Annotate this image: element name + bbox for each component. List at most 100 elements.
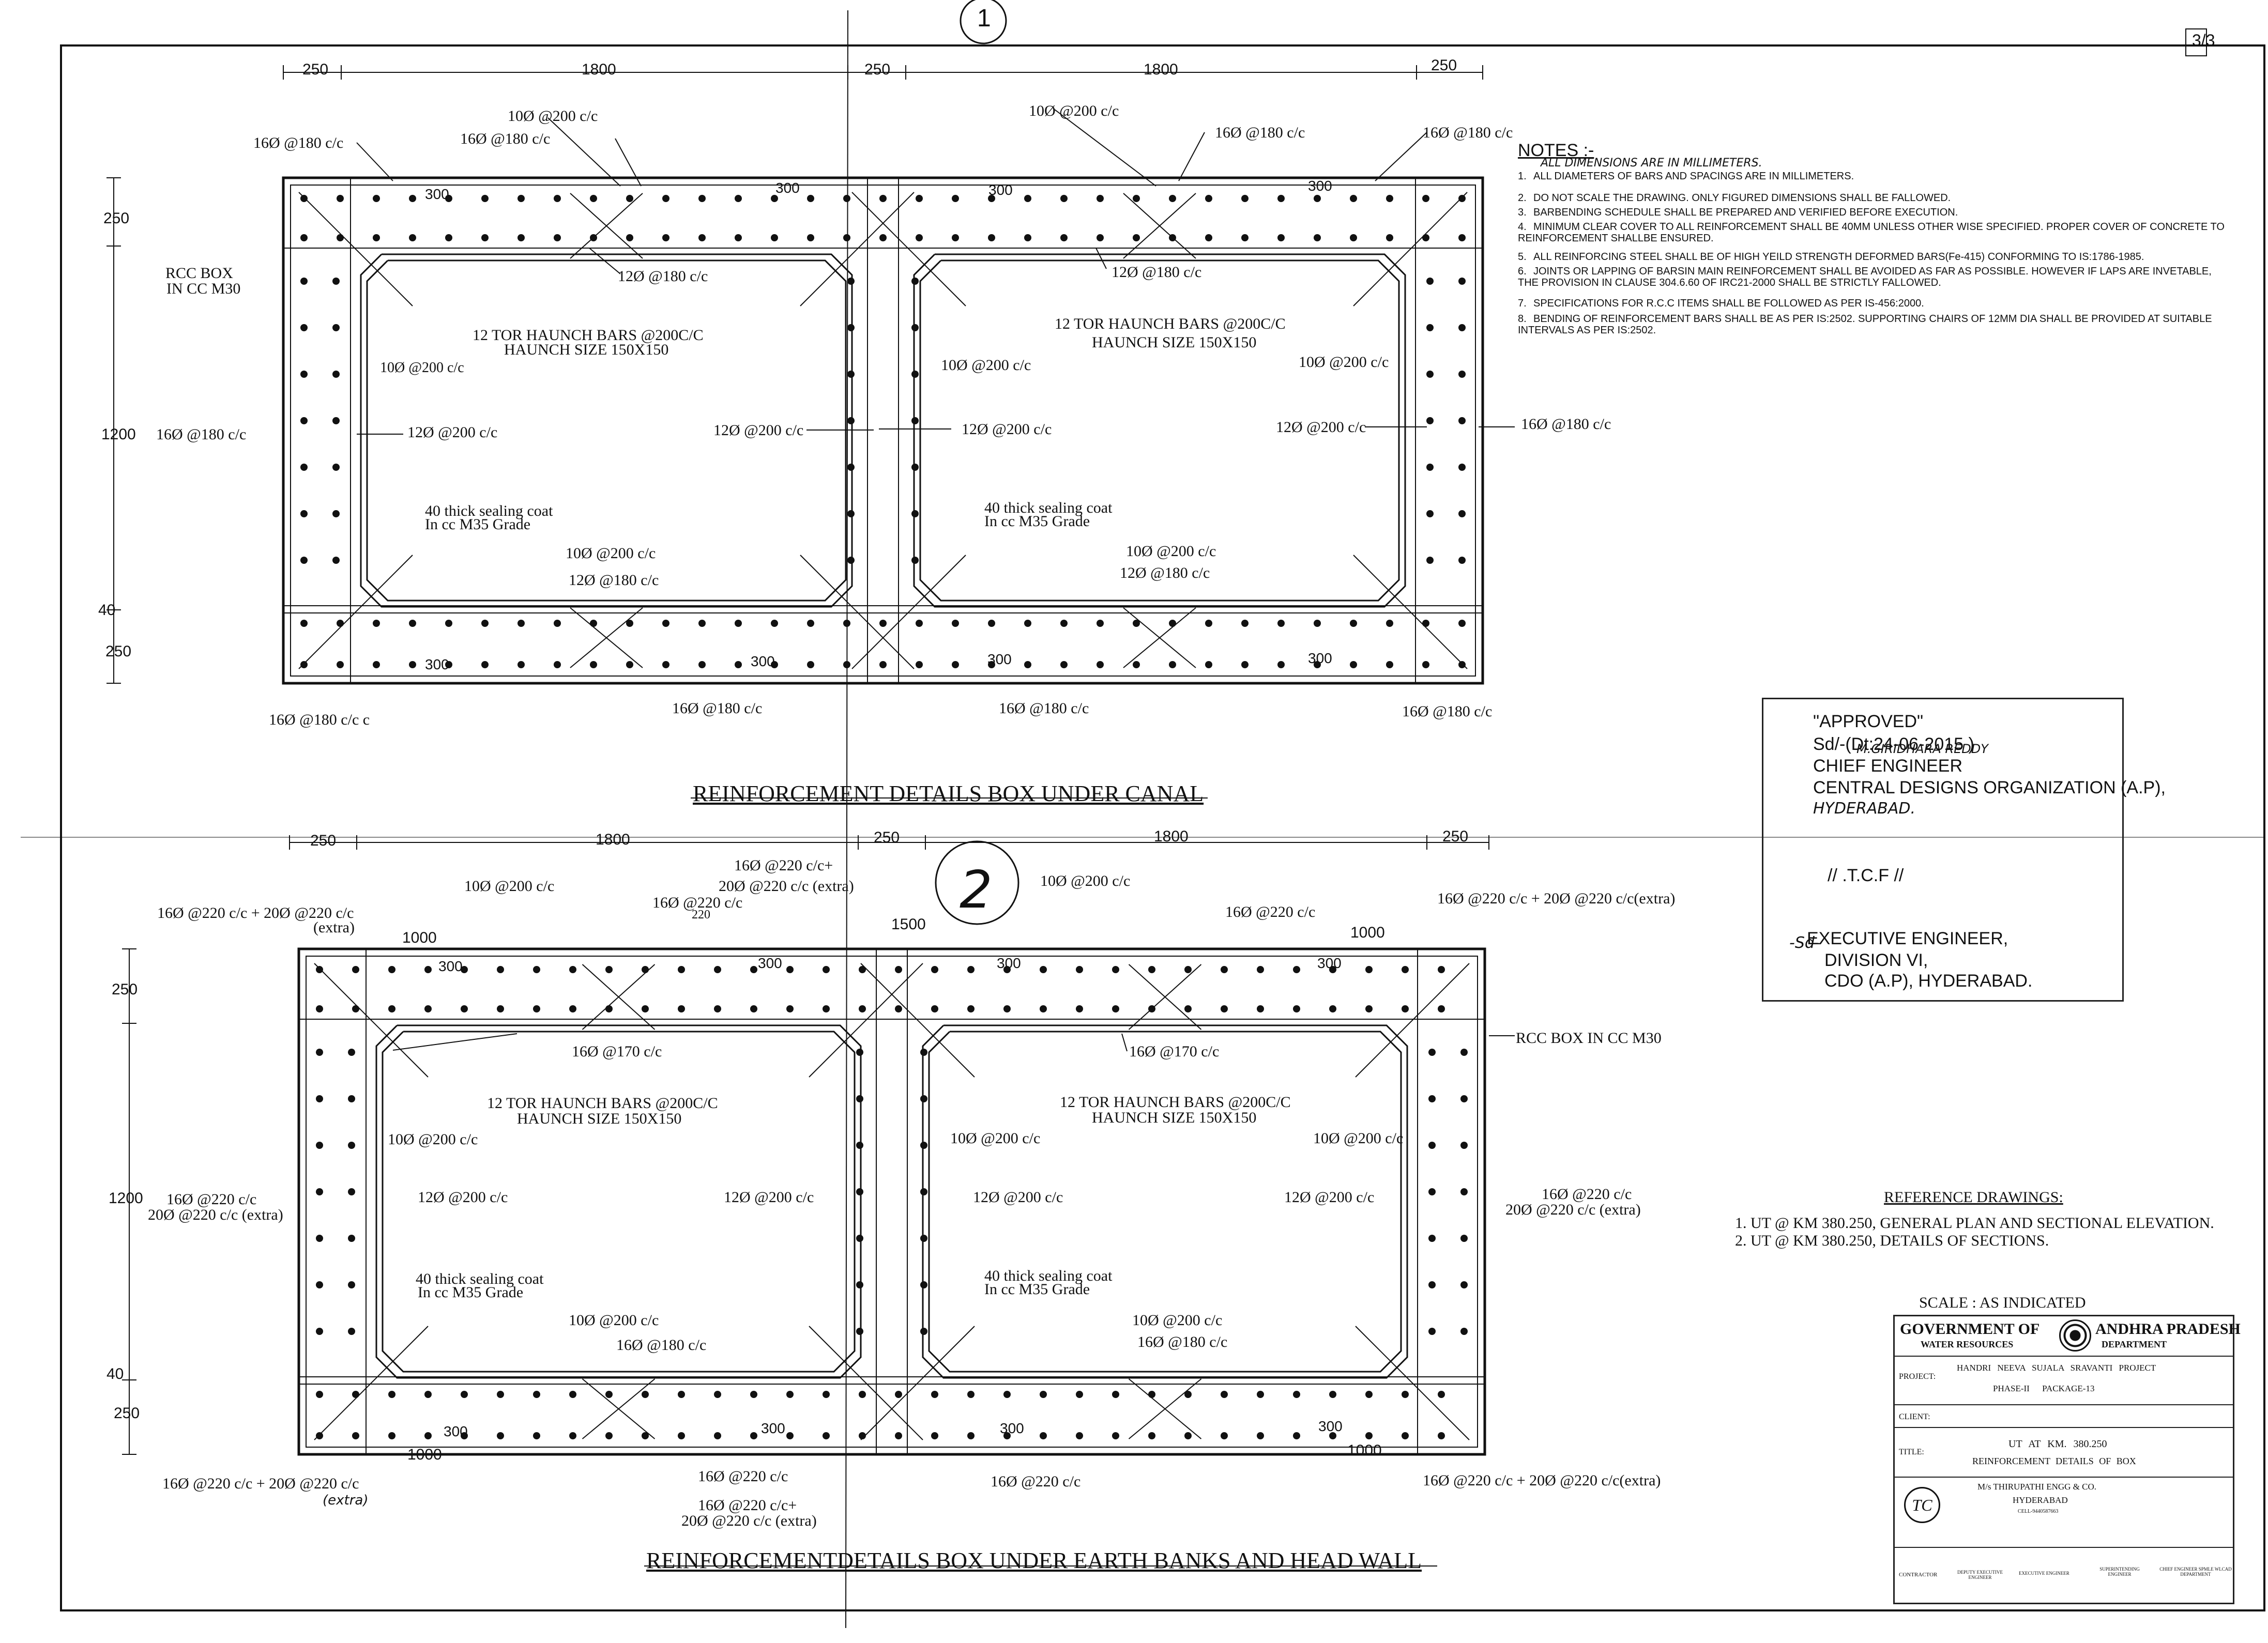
rebar-dot (332, 371, 340, 378)
rebar-dot (332, 557, 340, 564)
rebar-dot (461, 1391, 468, 1398)
rebar-dot (1060, 234, 1068, 241)
rebar-dot (735, 661, 742, 668)
rebar-dot (786, 966, 794, 973)
dim-left-2: 1200 (101, 426, 136, 443)
bar-label: 16Ø @180 c/c (1215, 124, 1305, 141)
title-block: GOVERNMENT OF ANDHRA PRADESH WATER RESOU… (1893, 1315, 2241, 1604)
rebar-dot (332, 324, 340, 331)
rebar-dot (1184, 966, 1192, 973)
rebar-dot (1458, 620, 1466, 627)
rebar-dot (1060, 661, 1068, 668)
rebar-dot (445, 620, 452, 627)
rebar-dot (856, 1281, 863, 1288)
leader-line (1095, 248, 1107, 269)
rebar-dot (1329, 966, 1336, 973)
rebar-dot (1076, 1391, 1083, 1398)
note-number: 1. (1518, 171, 1527, 182)
bar-label: 10Ø @200 c/c (464, 878, 555, 895)
dim-300: 300 (1317, 955, 1342, 971)
rebar-dot (1169, 661, 1176, 668)
rebar-dot (424, 1005, 432, 1012)
sealing-coat-grade: In cc M35 Grade (425, 516, 531, 533)
rebar-dot (352, 1432, 359, 1439)
rebar-dot (1428, 1049, 1436, 1056)
drawing-title-2: REINFORCEMENT DETAILS OF BOX (1972, 1456, 2136, 1466)
dim-300: 300 (751, 653, 775, 669)
rebar-dot (316, 1328, 323, 1335)
firm-city: HYDERABAD (2013, 1495, 2068, 1505)
rebar-dot (1277, 234, 1285, 241)
rebar-dot (920, 1188, 927, 1195)
rebar-dot (517, 620, 525, 627)
rebar-dot (300, 510, 308, 517)
haunch-size: HAUNCH SIZE 150X150 (1092, 334, 1257, 351)
rebar-dot (316, 1005, 323, 1012)
rebar-dot (843, 234, 850, 241)
rebar-dot (920, 1328, 927, 1335)
rebar-dot (497, 1432, 504, 1439)
haunch-bar (314, 1326, 429, 1440)
rebar-dot (879, 620, 887, 627)
division-text: DIVISION VI, (1824, 950, 1928, 970)
rebar-dot (1205, 661, 1212, 668)
rebar-dot (1458, 371, 1466, 378)
bar-label: 16Ø @180 c/c (1402, 703, 1493, 720)
bar-label: 16Ø @180 c/c (1423, 124, 1513, 141)
executive-engineer: EXECUTIVE ENGINEER, (1807, 929, 2008, 948)
rebar-dot (316, 1281, 323, 1288)
rebar-dot (337, 234, 344, 241)
dim-300: 300 (425, 186, 449, 202)
dim-top-5: 250 (1442, 828, 1469, 845)
rebar-dot (1458, 557, 1466, 564)
rebar-dot (337, 620, 344, 627)
rebar-dot (952, 234, 959, 241)
tc-logo: TC (1904, 1487, 1940, 1523)
rebar-dot (605, 1391, 613, 1398)
rebar-dot (300, 371, 308, 378)
rebar-dot (1365, 1432, 1373, 1439)
bar-label: 10Ø @200 c/c (950, 1130, 1041, 1147)
rebar-dot (1169, 195, 1176, 202)
rebar-dot (1386, 195, 1393, 202)
rebar-dot (967, 1005, 975, 1012)
rebar-dot (461, 966, 468, 973)
cee-label: CHIEF ENGINEER SPMLE WLCAD DEPARTMENT (2159, 1567, 2232, 1577)
rebar-dot (1350, 234, 1357, 241)
rebar-dot (626, 234, 633, 241)
rebar-dot (1350, 620, 1357, 627)
rebar-dot (569, 1432, 576, 1439)
rebar-dot (569, 1391, 576, 1398)
rebar-dot (300, 195, 308, 202)
rebar-dot (1350, 195, 1357, 202)
cross-bar (570, 193, 643, 259)
rebar-dot (1024, 234, 1031, 241)
dim-top-1: 250 (302, 61, 329, 78)
rebar-dot (1422, 661, 1429, 668)
rebar-dot (626, 661, 633, 668)
bar-label: 16Ø @180 c/c (672, 700, 763, 717)
rebar-dot (388, 966, 395, 973)
sheet-number-box (2185, 28, 2207, 56)
haunch-bar (851, 555, 966, 669)
cross-bar (1128, 1378, 1202, 1439)
rebar-dot (911, 464, 919, 471)
sealing-coat-grade: In cc M35 Grade (418, 1284, 524, 1301)
rebar-dot (300, 278, 308, 285)
rebar-dot (786, 1391, 794, 1398)
rebar-dot (1076, 1432, 1083, 1439)
note-number: 7. (1518, 298, 1527, 309)
dim-300: 300 (997, 955, 1021, 971)
rebar-dot (1460, 1235, 1468, 1242)
rebar-dot (1241, 195, 1249, 202)
rebar-dot (1458, 195, 1466, 202)
dim-top-3: 250 (874, 829, 900, 846)
rebar-dot (1148, 1391, 1155, 1398)
dim-left-3: 40 (98, 602, 116, 619)
rebar-dot (1076, 1005, 1083, 1012)
rebar-dot (569, 1005, 576, 1012)
rebar-dot (1365, 966, 1373, 973)
rebar-dot (771, 661, 778, 668)
haunch-size: HAUNCH SIZE 150X150 (517, 1110, 682, 1127)
